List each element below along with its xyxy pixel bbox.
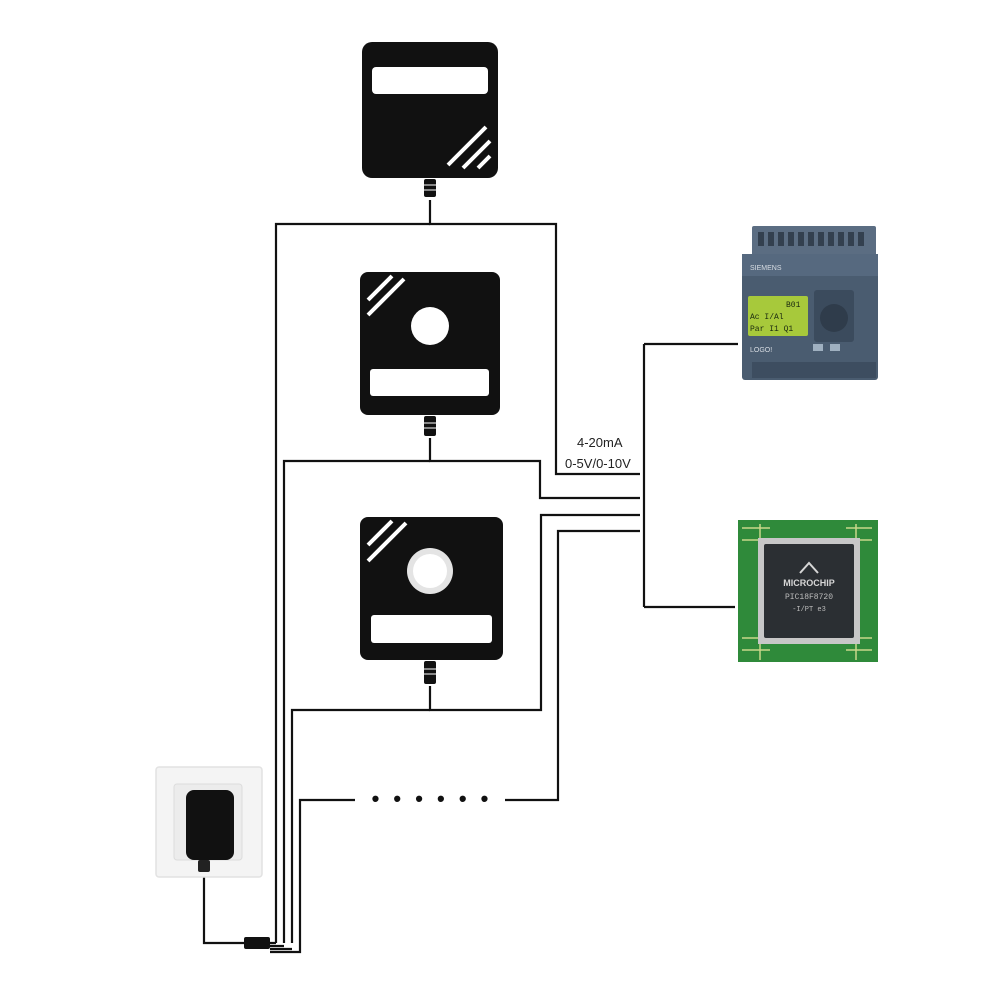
power-plug bbox=[244, 937, 270, 949]
signal-voltage-label: 0-5V/0-10V bbox=[565, 456, 631, 471]
wire-bus-4 bbox=[298, 798, 355, 950]
chip-suffix: -I/PT e3 bbox=[792, 606, 826, 614]
wire-sensor-1 bbox=[428, 200, 640, 476]
wire-power bbox=[202, 860, 255, 945]
sensor-display-icon bbox=[362, 42, 498, 197]
plc-brand: SIEMENS bbox=[750, 265, 782, 272]
microcontroller-icon: MICROCHIP PIC18F8720 -I/PT e3 bbox=[738, 520, 878, 662]
wire-sensor-2 bbox=[428, 438, 640, 500]
wire-sensor-3 bbox=[428, 513, 640, 712]
plc-icon: SIEMENS B01 Ac I/Al Par I1 Q1 LOGO! bbox=[742, 226, 878, 380]
chip-part: PIC18F8720 bbox=[785, 593, 833, 602]
sensor-detector-icon bbox=[360, 517, 503, 684]
chip-brand: MICROCHIP bbox=[783, 578, 835, 588]
power-adapter-icon bbox=[155, 766, 263, 878]
plc-screen-line1: B01 bbox=[786, 301, 801, 310]
sensor-detector-icon bbox=[360, 272, 500, 436]
wire-bus-3 bbox=[290, 708, 430, 943]
wire-bundle bbox=[270, 941, 302, 954]
wiring bbox=[202, 200, 738, 954]
continuation-dots: • • • • • • bbox=[372, 786, 493, 811]
plc-screen-line2: Ac I/Al bbox=[750, 313, 784, 322]
wire-sensor-n bbox=[505, 529, 640, 802]
plc-screen-line3: Par I1 Q1 bbox=[750, 325, 793, 334]
wire-bus-1 bbox=[274, 222, 430, 943]
wire-bus-2 bbox=[282, 459, 430, 943]
signal-current-label: 4-20mA bbox=[577, 435, 623, 450]
plc-model: LOGO! bbox=[750, 347, 772, 354]
